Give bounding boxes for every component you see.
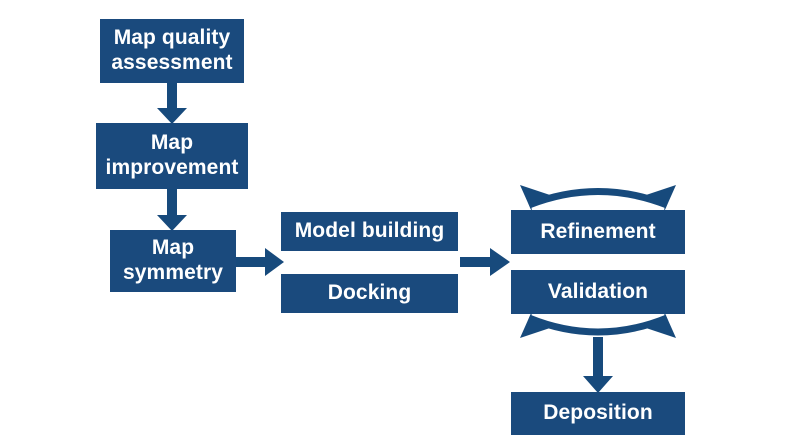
node-label: Refinement [540,219,656,243]
node-refinement[interactable]: Refinement [511,210,685,254]
node-label: Docking [327,281,412,305]
arrow-modeling-to-refinement [460,248,510,276]
node-map-quality-assessment[interactable]: Map quality assessment [100,19,244,83]
node-label: Map symmetry [122,236,224,284]
arrow-validation-to-deposition [583,337,613,393]
node-model-building[interactable]: Model building [281,212,458,251]
node-label: Validation [547,279,649,303]
arrowhead-cycle-bottom-right [643,311,676,338]
arc-cycle-top [527,188,669,209]
arrowhead-cycle-top-left [520,185,553,212]
arrow-quality-to-improvement [157,82,187,124]
arc-cycle-bottom [527,314,669,336]
arrowhead-cycle-bottom-left [520,311,553,338]
node-label: Map improvement [105,131,239,179]
node-docking[interactable]: Docking [281,274,458,313]
node-validation[interactable]: Validation [511,270,685,314]
node-map-improvement[interactable]: Map improvement [96,123,248,189]
arrow-improvement-to-symmetry [157,189,187,231]
arrow-symmetry-to-modeling [236,248,284,276]
node-label: Deposition [543,401,653,425]
arrowhead-cycle-top-right [643,185,676,212]
node-map-symmetry[interactable]: Map symmetry [110,230,236,292]
node-label: Model building [294,219,445,243]
node-deposition[interactable]: Deposition [511,392,685,435]
node-label: Map quality assessment [111,26,233,74]
